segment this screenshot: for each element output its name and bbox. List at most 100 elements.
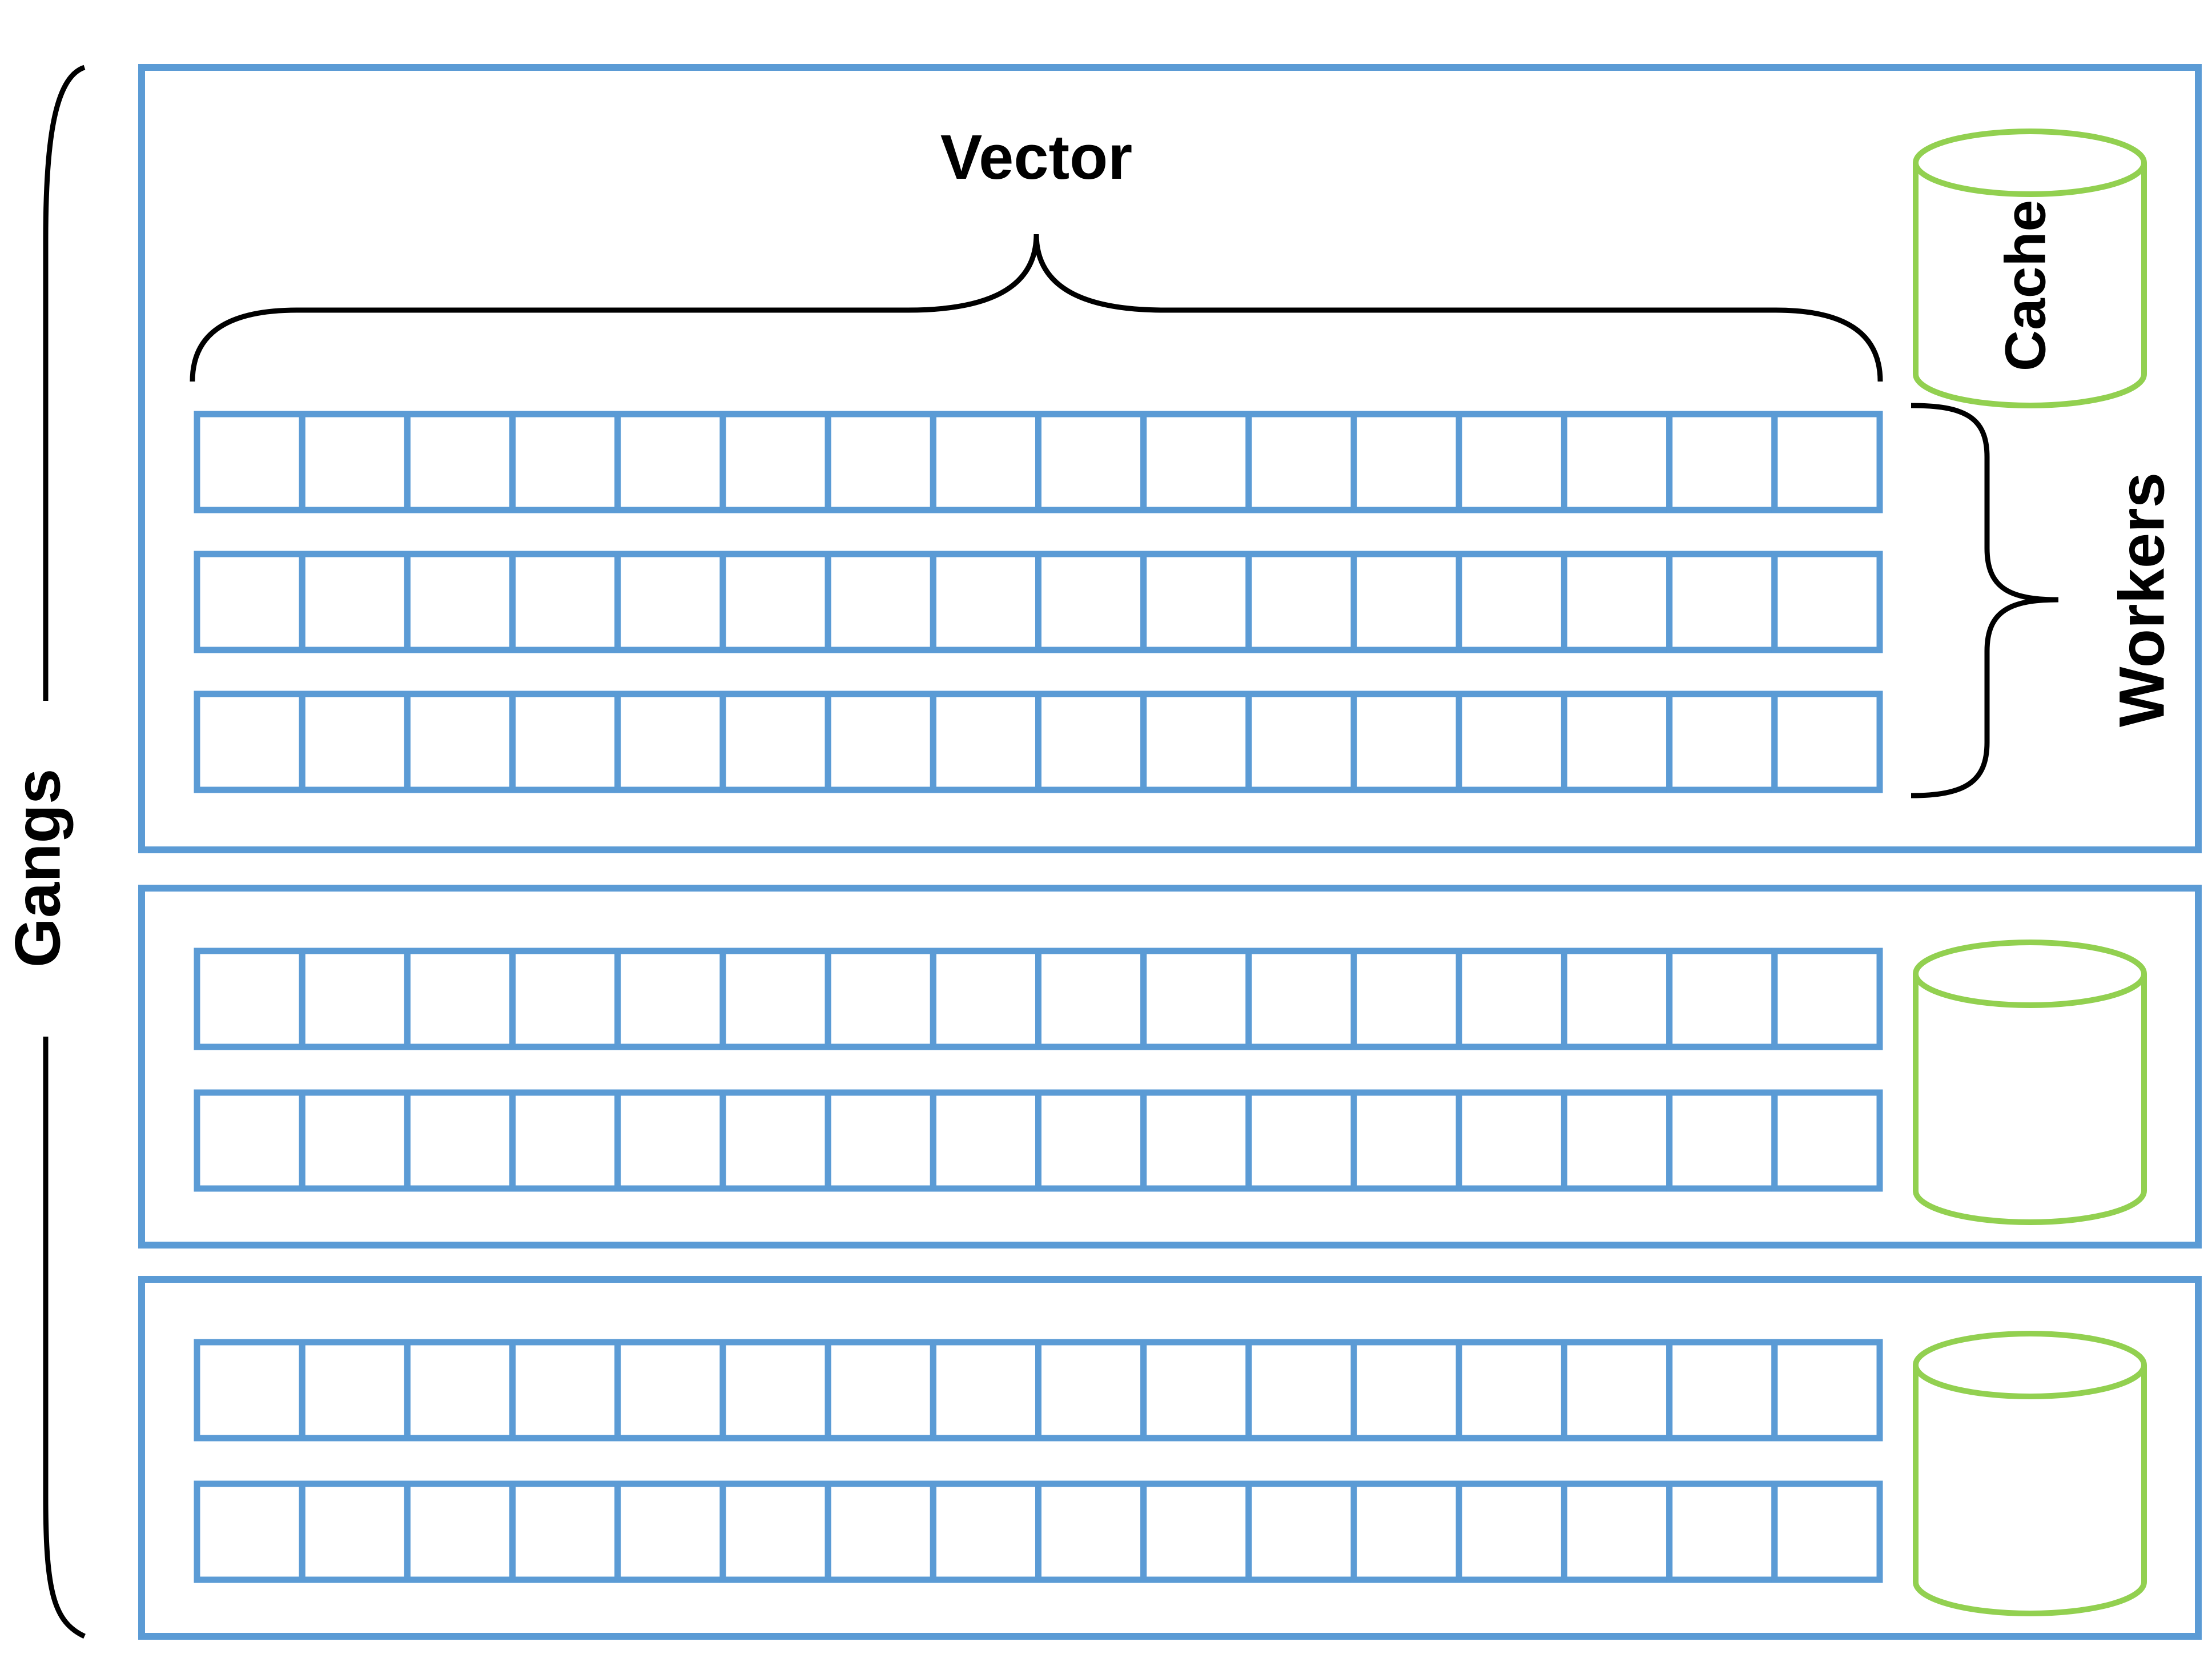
cache-top <box>1913 129 2147 197</box>
vector-label: Vector <box>940 122 1132 192</box>
vector-lane-cell <box>1035 691 1147 793</box>
vector-lane-cell <box>930 551 1041 653</box>
vector-lane-cell <box>825 411 936 513</box>
vector-lane-cell <box>1350 411 1462 513</box>
gang-box <box>138 1276 2202 1640</box>
vector-lane-cell <box>614 551 726 653</box>
vector-lane-cell <box>1350 691 1462 793</box>
gang-box <box>138 885 2202 1249</box>
gangs-layer: Cache <box>138 64 2202 1640</box>
vector-lane-cell <box>1035 551 1147 653</box>
cache-cylinder <box>1913 129 2147 408</box>
vector-lane-cell <box>194 1339 305 1442</box>
worker-row <box>194 411 1883 513</box>
vector-lane-cell <box>1350 948 1462 1050</box>
vector-lane-cell <box>1140 1339 1252 1442</box>
vector-lane-cell <box>1245 411 1357 513</box>
vector-lane-cell <box>194 1089 305 1192</box>
vector-lane-cell <box>930 1089 1041 1192</box>
vector-lane-cell <box>194 691 305 793</box>
vector-lane-cell <box>1771 691 1883 793</box>
vector-lane-cell <box>614 948 726 1050</box>
vector-lane-cell <box>194 411 305 513</box>
vector-lane-cell <box>404 948 516 1050</box>
vector-lane-cell <box>719 411 831 513</box>
vector-lane-cell <box>299 1339 411 1442</box>
vector-lane-cell <box>509 551 621 653</box>
vector-lane-cell <box>194 948 305 1050</box>
vector-lane-cell <box>1350 1480 1462 1583</box>
cache-body <box>1913 974 2147 1225</box>
vector-lane-cell <box>1455 551 1567 653</box>
vector-lane-cell <box>1140 691 1252 793</box>
vector-lane-cell <box>614 691 726 793</box>
vector-lane-cell <box>825 691 936 793</box>
vector-lane-cell <box>930 948 1041 1050</box>
cache-cylinder <box>1913 1331 2147 1616</box>
vector-lane-cell <box>404 1089 516 1192</box>
gangs-bracket-bottom <box>43 1037 86 1639</box>
cache-cylinder <box>1913 940 2147 1225</box>
vector-lane-cell <box>1035 1339 1147 1442</box>
vector-lane-cell <box>1666 1339 1778 1442</box>
worker-row <box>194 691 1883 793</box>
vector-lane-cell <box>1035 1480 1147 1583</box>
vector-lane-cell <box>1771 1339 1883 1442</box>
vector-lane-cell <box>1771 1089 1883 1192</box>
vector-lane-cell <box>509 1480 621 1583</box>
worker-row <box>194 1480 1883 1583</box>
vector-lane-cell <box>1140 551 1252 653</box>
vector-lane-cell <box>1771 411 1883 513</box>
vector-lane-cell <box>719 691 831 793</box>
worker-row <box>194 948 1883 1050</box>
vector-lane-cell <box>825 1089 936 1192</box>
vector-lane-cell <box>404 691 516 793</box>
vector-lane-cell <box>1666 948 1778 1050</box>
vector-lane-cell <box>299 551 411 653</box>
vector-lane-cell <box>1245 691 1357 793</box>
vector-lane-cell <box>1245 1089 1357 1192</box>
vector-lane-cell <box>1140 1480 1252 1583</box>
vector-lane-cell <box>194 1480 305 1583</box>
vector-lane-cell <box>614 1339 726 1442</box>
vector-lane-cell <box>1455 1339 1567 1442</box>
vector-lane-cell <box>1350 551 1462 653</box>
vector-lane-cell <box>299 691 411 793</box>
vector-lane-cell <box>404 1480 516 1583</box>
vector-lane-cell <box>1771 1480 1883 1583</box>
vector-lane-cell <box>614 1480 726 1583</box>
vector-lane-cell <box>1035 948 1147 1050</box>
vector-lane-cell <box>1455 1089 1567 1192</box>
vector-lane-cell <box>719 1089 831 1192</box>
vector-lane-cell <box>509 1339 621 1442</box>
vector-lane-cell <box>1561 1480 1673 1583</box>
vector-brace <box>190 234 1883 382</box>
vector-lane-cell <box>825 1480 936 1583</box>
vector-lane-cell <box>1771 551 1883 653</box>
vector-lane-cell <box>1666 691 1778 793</box>
vector-lane-cell <box>930 691 1041 793</box>
vector-lane-cell <box>719 551 831 653</box>
vector-lane-cell <box>1140 1089 1252 1192</box>
vector-lane-cell <box>1455 691 1567 793</box>
vector-lane-cell <box>1455 411 1567 513</box>
gang-1: Cache <box>138 64 2202 853</box>
vector-lane-cell <box>1245 551 1357 653</box>
worker-row <box>194 1339 1883 1442</box>
vector-lane-cell <box>614 411 726 513</box>
vector-lane-cell <box>1035 1089 1147 1192</box>
vector-lane-cell <box>1666 1089 1778 1192</box>
vector-lane-cell <box>1035 411 1147 513</box>
vector-lane-cell <box>719 948 831 1050</box>
vector-lane-cell <box>1561 551 1673 653</box>
gangs-bracket-top <box>43 65 86 701</box>
vector-lane-cell <box>1666 1480 1778 1583</box>
vector-lane-cell <box>1350 1339 1462 1442</box>
gang-2 <box>138 885 2202 1249</box>
vector-lane-cell <box>1140 948 1252 1050</box>
vector-lane-cell <box>825 551 936 653</box>
vector-lane-cell <box>1455 1480 1567 1583</box>
vector-lane-cell <box>1561 948 1673 1050</box>
vector-lane-cell <box>719 1339 831 1442</box>
